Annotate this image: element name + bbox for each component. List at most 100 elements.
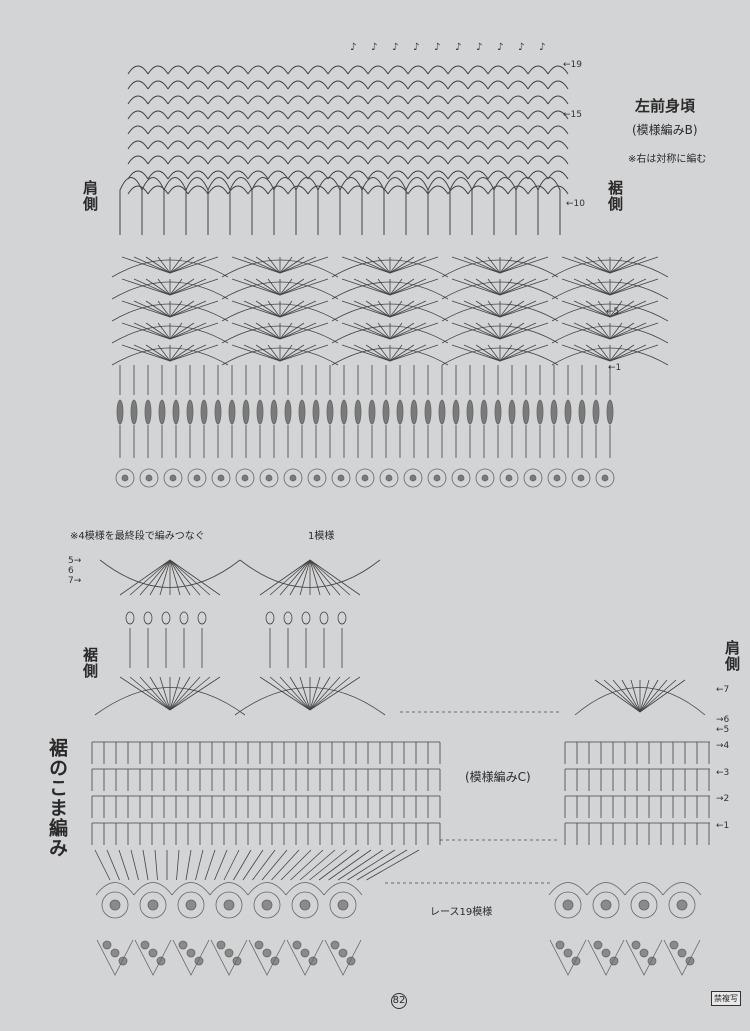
fan-stitch (389, 278, 415, 296)
scallop-arc (547, 65, 569, 75)
scallop-arc (507, 140, 529, 150)
fan-stitch (561, 322, 611, 340)
fan-stitch (475, 344, 501, 362)
scallop-arc (527, 95, 549, 105)
scallop-arc (207, 140, 229, 150)
lace-medallion (235, 468, 255, 488)
scallop-arc (227, 155, 249, 165)
motif-stitch (169, 676, 211, 711)
scallop-arc (327, 125, 349, 135)
hem-side-label: 裾側 (606, 180, 624, 212)
picot-drop (494, 399, 502, 425)
fan-stitch (267, 256, 281, 274)
fan-stitch (451, 278, 501, 296)
converge-line (195, 849, 204, 881)
fan-stitch (279, 322, 305, 340)
scallop-arc (387, 80, 409, 90)
bead-stitch (179, 611, 189, 625)
scallop-arc (387, 140, 409, 150)
lace-bead (118, 956, 128, 966)
scallop-arc (487, 110, 509, 120)
fan-stitch (499, 344, 525, 362)
row-label-10: ←10 (566, 199, 585, 209)
lace-bead (346, 956, 356, 966)
hem-edge-label: 裾のこま編み (46, 738, 68, 858)
lace-bead (338, 948, 348, 958)
fan-stitch (377, 256, 391, 274)
scallop-arc (487, 185, 509, 195)
fan-stitch (609, 322, 659, 340)
fan-stitch (353, 300, 391, 318)
scallop-arc (307, 80, 329, 90)
scallop-arc (447, 125, 469, 135)
medallion-center (385, 474, 393, 482)
scallop-arc (127, 110, 149, 120)
fan-stitch (597, 322, 611, 340)
scallop-arc (427, 170, 449, 180)
motif-stitch (309, 676, 321, 711)
fan-stitch (169, 344, 207, 362)
scallop-arc (147, 155, 169, 165)
fan-stitch (243, 278, 281, 296)
lace-scallop (247, 882, 287, 896)
fan-stitch (499, 322, 549, 340)
fan-stitch (267, 344, 281, 362)
scallop-arc (347, 125, 369, 135)
lace-bead (639, 948, 649, 958)
medallion-center (223, 899, 235, 911)
scallop-arc (407, 185, 429, 195)
scallop-arc (467, 170, 489, 180)
fan-stitch (609, 256, 647, 274)
lace-drop (248, 939, 286, 976)
copy-prohibited-stamp: 禁複写 (711, 991, 741, 1006)
fan-stitch (389, 322, 427, 340)
scallop-arc (367, 170, 389, 180)
picot-drop (270, 399, 278, 425)
scallop-arc (287, 140, 309, 150)
fan-stitch (389, 300, 427, 318)
scallop-arc (147, 80, 169, 90)
converge-line (214, 849, 228, 881)
lace-scallop (133, 882, 173, 896)
motif-stitch (159, 559, 171, 596)
motif-stitch (169, 676, 221, 711)
picot-drop (466, 399, 474, 425)
stitch-marker: ♪ (476, 42, 482, 53)
scallop-arc (387, 65, 409, 75)
fan-stitch (133, 344, 171, 362)
motif-stitch (139, 559, 171, 596)
scallop-arc (287, 185, 309, 195)
picot-drop (172, 399, 180, 425)
converge-line (290, 849, 324, 881)
picot-drop (186, 399, 194, 425)
fan-stitch (573, 300, 611, 318)
lace-medallion (427, 468, 447, 488)
fan-stitch (389, 256, 439, 274)
fan-stitch (609, 322, 647, 340)
fan-stitch (365, 256, 391, 274)
picot-drop (228, 399, 236, 425)
scallop-arc (247, 65, 269, 75)
fan-stitch (279, 256, 305, 274)
lace-bead (140, 940, 150, 950)
converge-line (366, 849, 420, 881)
fan-stitch (341, 322, 391, 340)
motif-stitch (129, 676, 171, 711)
fan-stitch (499, 300, 549, 318)
picot-drop (536, 399, 544, 425)
medallion-center (121, 474, 129, 482)
motif-stitch (169, 676, 181, 711)
scallop-arc (367, 80, 389, 90)
motif-stitch (309, 559, 331, 596)
picot-drop (214, 399, 222, 425)
medallion-center (529, 474, 537, 482)
scallop-arc (447, 80, 469, 90)
scallop-arc (547, 95, 569, 105)
scallop-arc (147, 110, 169, 120)
fan-stitch (499, 278, 513, 296)
scallop-arc (427, 110, 449, 120)
fan-stitch (121, 300, 171, 318)
motif-stitch (169, 559, 211, 596)
fan-stitch (561, 278, 611, 296)
medallion-center (217, 474, 225, 482)
